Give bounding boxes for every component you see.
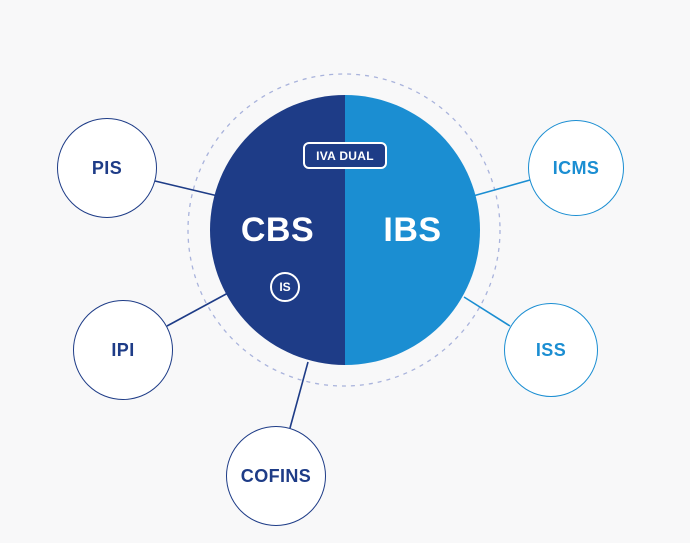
connector-line-cofins — [289, 361, 309, 429]
iva-dual-circle: CBS IBS — [210, 95, 480, 365]
connector-line-pis — [154, 180, 219, 197]
satellite-icms-label: ICMS — [552, 157, 600, 178]
dashed-boundary-ring — [187, 73, 501, 387]
satellite-cofins-label: COFINS — [240, 465, 312, 486]
iva-dual-badge: IVA DUAL — [303, 142, 387, 169]
satellite-pis: PIS — [57, 118, 157, 218]
satellite-iss: ISS — [504, 303, 598, 397]
is-badge: IS — [270, 272, 300, 302]
ibs-label: IBS — [383, 210, 442, 249]
satellite-pis-label: PIS — [91, 157, 123, 178]
is-badge-label: IS — [279, 280, 291, 294]
iva-dual-badge-label: IVA DUAL — [316, 148, 374, 163]
satellite-ipi-label: IPI — [111, 339, 135, 360]
connector-line-iss — [463, 296, 511, 327]
connector-line-icms — [472, 179, 531, 197]
satellite-cofins: COFINS — [226, 426, 326, 526]
satellite-ipi: IPI — [73, 300, 173, 400]
satellite-icms: ICMS — [528, 120, 624, 216]
satellite-iss-label: ISS — [535, 339, 567, 360]
cbs-label: CBS — [240, 210, 315, 249]
connector-line-ipi — [166, 292, 229, 327]
